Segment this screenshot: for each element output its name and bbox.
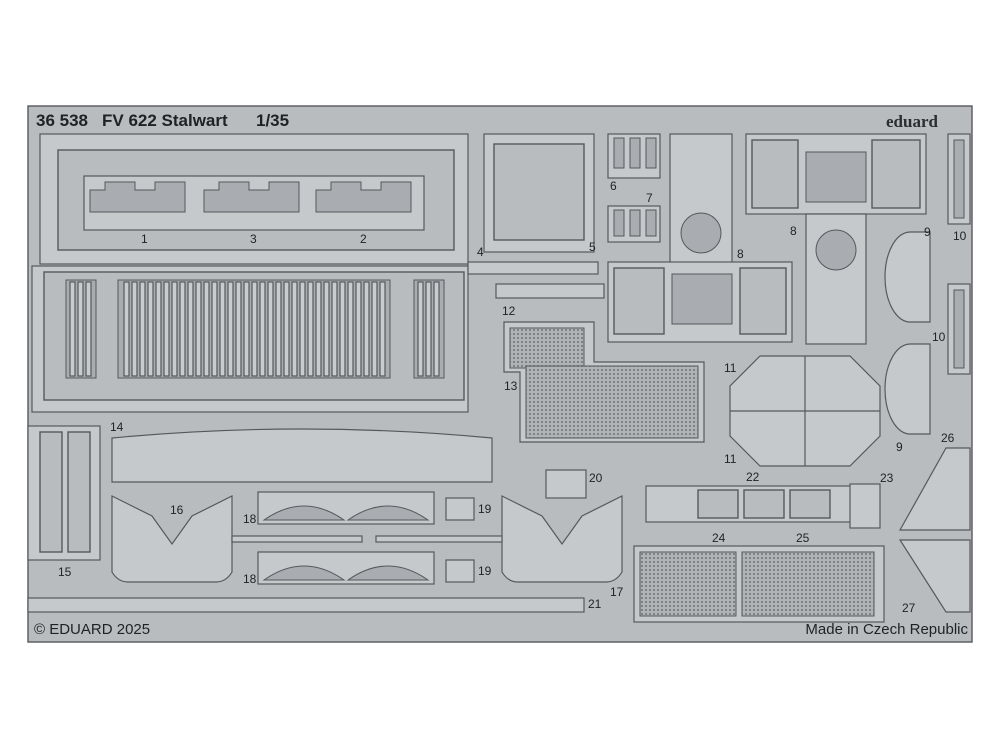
part-group-16-17: 16 17 (111, 495, 624, 599)
part-number-10a: 10 (953, 229, 967, 243)
part-group-26-27: 26 27 (898, 431, 971, 615)
part-number-20: 20 (589, 471, 603, 485)
part-number-11a: 11 (724, 361, 737, 375)
part-number-12: 12 (502, 304, 516, 318)
part-number-25: 25 (796, 531, 810, 545)
part-number-24: 24 (712, 531, 726, 545)
part-group-12: 12 (495, 283, 605, 318)
part-group-24-25: 24 25 (633, 531, 885, 623)
part-group-11: 11 11 (724, 355, 881, 467)
part-number-1: 1 (141, 232, 148, 246)
part-group-1-3: 1 3 2 (39, 133, 469, 265)
part-number-9b: 9 (896, 440, 903, 454)
part-group-21: 21 (27, 597, 602, 613)
part-number-4: 4 (477, 245, 484, 259)
part-number-5: 5 (589, 240, 596, 254)
part-number-22: 22 (746, 470, 760, 484)
part-group-13: 13 (503, 321, 705, 443)
part-number-23: 23 (880, 471, 894, 485)
part-number-21: 21 (588, 597, 602, 611)
part-number-27: 27 (902, 601, 916, 615)
part-number-15: 15 (58, 565, 72, 579)
part-group-5: 5 (483, 133, 596, 254)
part-number-2: 2 (360, 232, 367, 246)
part-number-11b: 11 (724, 452, 737, 466)
part-number-17: 17 (610, 585, 624, 599)
louvre-panel (31, 265, 469, 413)
part-number-14: 14 (110, 420, 124, 434)
part-number-9a: 9 (924, 225, 931, 239)
copyright-text: © EDUARD 2025 (34, 621, 150, 638)
part-number-18b: 18 (243, 572, 257, 586)
model-name: FV 622 Stalwart (102, 111, 228, 130)
part-number-8a: 8 (737, 247, 744, 261)
part-number-19a: 19 (478, 502, 492, 516)
part-number-26: 26 (941, 431, 955, 445)
part-number-16: 16 (170, 503, 184, 517)
part-group-10: 10 10 (932, 133, 971, 375)
scale-label: 1/35 (256, 111, 289, 130)
part-group-18-19: 18 18 19 19 (243, 491, 492, 586)
part-group-15: 15 (27, 425, 101, 579)
part-number-8b: 8 (790, 224, 797, 238)
part-number-19b: 19 (478, 564, 492, 578)
part-number-6: 6 (610, 179, 617, 193)
part-number-7: 7 (646, 191, 653, 205)
brand-logo: eduard (886, 112, 939, 131)
part-group-6-7: 6 7 (607, 133, 661, 243)
set-number: 36 538 (36, 111, 88, 130)
part-group-20: 20 (545, 469, 603, 499)
part-group-14: 14 (110, 420, 493, 483)
part-number-13: 13 (504, 379, 518, 393)
part-number-3: 3 (250, 232, 257, 246)
part-group-8: 8 8 (607, 133, 927, 345)
part-group-22: 22 (645, 470, 859, 523)
part-number-10b: 10 (932, 330, 946, 344)
origin-text: Made in Czech Republic (805, 621, 968, 638)
part-number-18a: 18 (243, 512, 257, 526)
part-group-23: 23 (849, 471, 894, 529)
part-group-9: 9 9 (884, 225, 931, 454)
part-group-4: 4 (467, 245, 599, 275)
